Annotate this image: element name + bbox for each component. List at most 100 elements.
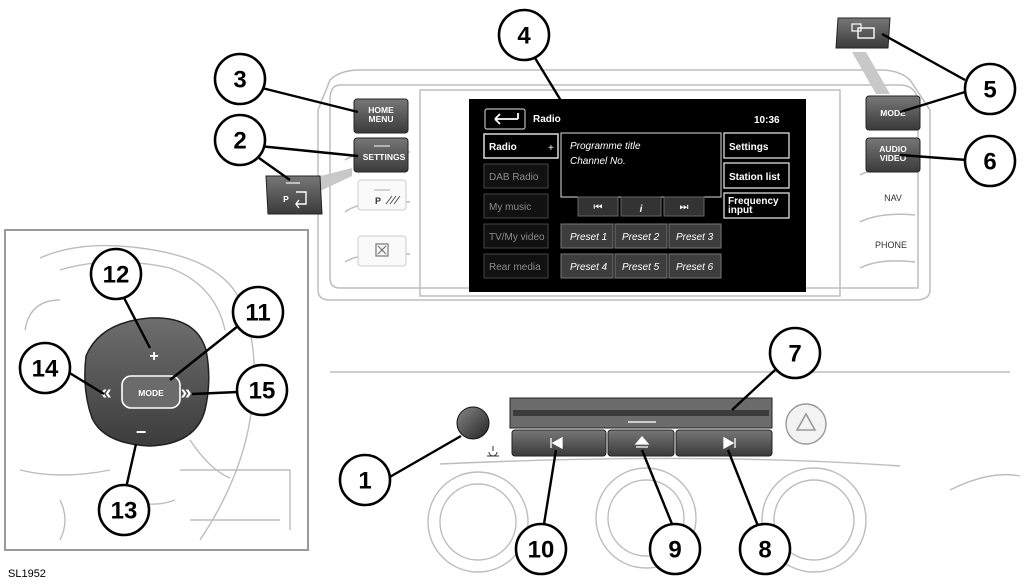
preset-4-button[interactable]: [560, 253, 614, 279]
next-track-icon: [723, 436, 736, 450]
settings-menu-label: Settings: [729, 142, 769, 153]
mode-hard-button[interactable]: [865, 95, 921, 131]
source-tv-video-label: TV/My video: [489, 232, 545, 243]
preset-3-button[interactable]: [668, 223, 722, 249]
callout-7-number: 7: [788, 341, 801, 368]
settings-menu-button[interactable]: [723, 132, 790, 159]
source-dab-radio-label: DAB Radio: [489, 172, 539, 183]
park-assist-button[interactable]: [357, 179, 407, 211]
preset-2-label: Preset 2: [622, 232, 660, 243]
callout-10-number: 10: [528, 537, 555, 564]
programme-title: Programme title: [570, 141, 641, 152]
callout-numbers: 1 2 3 4 5 6 7 8 9 10 11 12 13 14 15: [32, 23, 997, 564]
source-tv-video[interactable]: [483, 223, 549, 249]
nav-label: NAV: [884, 193, 902, 203]
power-knob[interactable]: [456, 406, 490, 440]
callout-13-number: 13: [111, 498, 138, 525]
volume-down-button[interactable]: −: [136, 422, 147, 442]
next-button[interactable]: [663, 196, 705, 217]
park-button-detail: P: [265, 175, 323, 215]
source-dab-radio[interactable]: [483, 163, 549, 189]
preset-5-button[interactable]: [614, 253, 668, 279]
audio-video-label-2: VIDEO: [880, 153, 907, 163]
seek-back-button[interactable]: «: [100, 382, 111, 404]
power-icon: [487, 446, 499, 457]
mode-hard-label: MODE: [880, 108, 906, 118]
source-rear-media[interactable]: [483, 253, 549, 279]
callout-8-number: 8: [758, 537, 771, 564]
source-radio-label: Radio: [489, 142, 517, 153]
touchscreen: Radio 10:36 Radio + DAB Radio My music T…: [469, 99, 806, 292]
home-menu-label-2: MENU: [368, 114, 393, 124]
hazard-switch: [785, 403, 827, 445]
callout-13: [97, 483, 151, 537]
right-hard-keys: MODE AUDIO VIDEO NAV PHONE: [865, 95, 921, 250]
close-icon: [375, 243, 389, 257]
callout-leaders: [67, 32, 968, 527]
callout-4: [497, 8, 551, 62]
pop-park-button[interactable]: [265, 175, 323, 215]
park-assist-label: P: [375, 196, 381, 206]
callout-6: [963, 134, 1017, 188]
preset-grid: Preset 1 Preset 2 Preset 3 Preset 4 Pres…: [560, 223, 722, 279]
add-icon[interactable]: +: [548, 143, 554, 154]
audio-video-button[interactable]: [865, 137, 921, 173]
wheel-mode-button[interactable]: [121, 375, 181, 409]
station-list-label: Station list: [729, 172, 781, 183]
callout-3-number: 3: [233, 67, 246, 94]
preset-6-label: Preset 6: [676, 262, 714, 273]
home-menu-label-1: HOME: [368, 105, 394, 115]
settings-hard-label: SETTINGS: [363, 152, 406, 162]
phone-label: PHONE: [875, 240, 907, 250]
left-hard-keys: HOME MENU SETTINGS P: [353, 98, 409, 267]
callout-8: [738, 522, 792, 576]
station-list-button[interactable]: [723, 162, 790, 189]
previous-button[interactable]: [577, 196, 619, 217]
source-my-music[interactable]: [483, 193, 549, 219]
callout-15: [235, 363, 289, 417]
previous-track-icon: [550, 436, 563, 450]
callout-markers: [18, 8, 1017, 576]
seek-forward-button[interactable]: »: [180, 382, 191, 404]
home-menu-button[interactable]: [353, 98, 409, 134]
info-icon: i: [640, 204, 643, 215]
park-exit-icon: [295, 191, 307, 209]
cd-unit: [509, 397, 773, 457]
hazard-triangle-icon: [795, 412, 817, 431]
preset-1-button[interactable]: [560, 223, 614, 249]
channel-number: Channel No.: [570, 156, 626, 167]
display-off-button[interactable]: [835, 17, 891, 49]
frequency-input-button[interactable]: [723, 192, 790, 219]
screen-clock: 10:36: [754, 115, 780, 126]
source-my-music-label: My music: [489, 202, 531, 213]
preset-1-label: Preset 1: [570, 232, 607, 243]
info-button[interactable]: [620, 196, 662, 217]
callout-6-number: 6: [983, 149, 996, 176]
callout-14: [18, 341, 72, 395]
display-off-button-detail: [835, 17, 891, 49]
preset-6-button[interactable]: [668, 253, 722, 279]
wheel-control-pad: + − « » MODE: [84, 317, 210, 447]
callout-12-number: 12: [103, 262, 130, 289]
source-radio[interactable]: [483, 133, 559, 159]
callout-2: [213, 113, 267, 167]
hazard-off-button[interactable]: [357, 235, 407, 267]
wheel-mode-label: MODE: [138, 388, 164, 398]
hazard-button[interactable]: [785, 403, 827, 445]
callout-10: [514, 522, 568, 576]
zoom-wedge-right: [852, 52, 890, 94]
power-volume-knob: [456, 406, 499, 457]
callout-9: [648, 522, 702, 576]
preset-5-label: Preset 5: [622, 262, 660, 273]
screen-title: Radio: [533, 114, 561, 125]
callout-12: [89, 247, 143, 301]
callout-5: [963, 62, 1017, 116]
preset-2-button[interactable]: [614, 223, 668, 249]
programme-info-panel: [560, 132, 722, 198]
next-icon: ⏭: [680, 202, 689, 213]
eject-icon: [634, 436, 650, 448]
volume-up-button[interactable]: +: [149, 348, 158, 365]
previous-icon: ⏮: [594, 202, 603, 213]
callout-3: [213, 52, 267, 106]
park-sensor-icon: [385, 195, 401, 205]
